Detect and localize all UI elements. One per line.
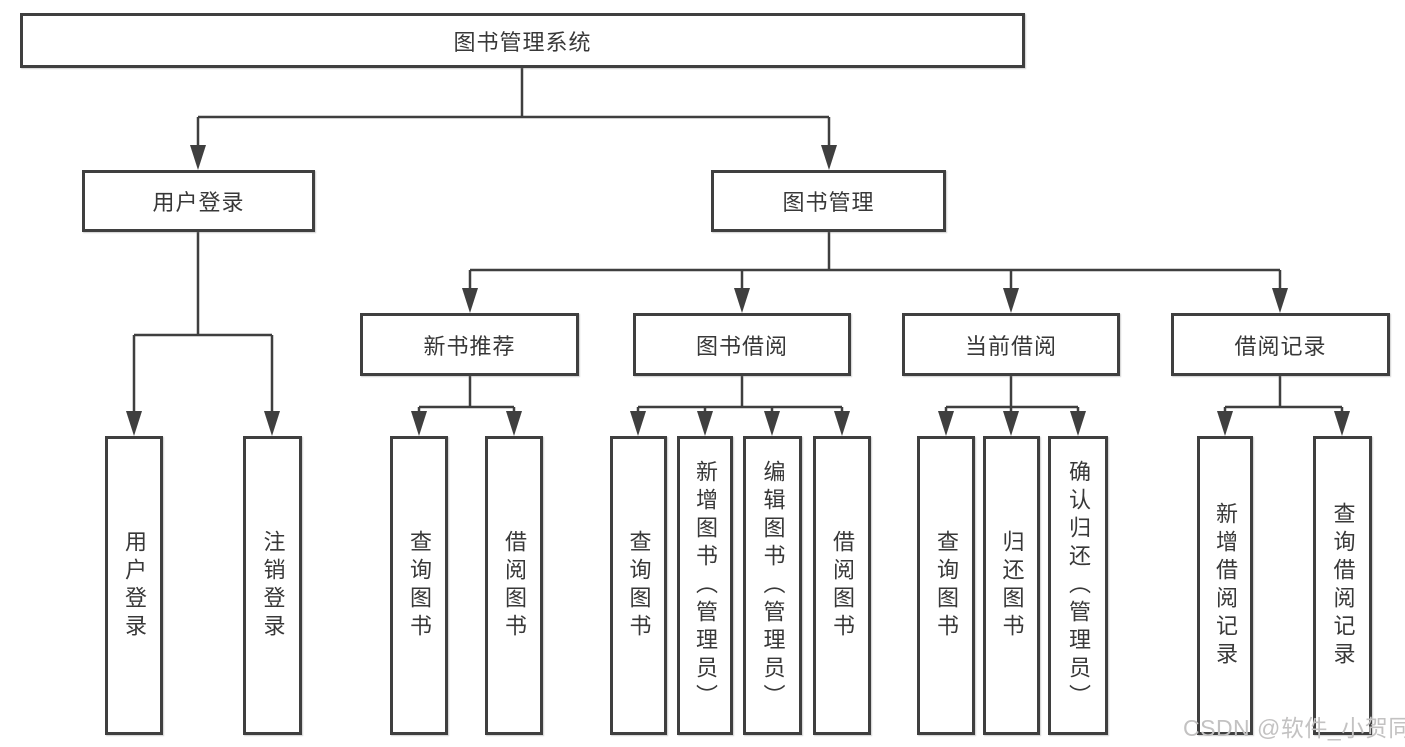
leaf-borrowing-add-books-admin: 新增图书（管理员） [677,436,733,735]
leaf-newbook-borrow-books-label: 借阅图书 [502,529,527,642]
node-book-management-label: 图书管理 [782,190,875,215]
leaf-borrowing-query-books-label: 查询图书 [626,529,652,642]
node-book-borrowing-label: 图书借阅 [695,333,788,359]
node-new-book-recommend: 新书推荐 [360,313,579,376]
leaf-logout-login-label: 注销登录 [260,529,286,642]
leaf-newbook-query-books: 查询图书 [390,436,448,735]
leaf-records-query-borrow-record: 查询借阅记录 [1313,436,1372,735]
node-user-login: 用户登录 [82,170,315,232]
leaf-records-query-borrow-record-label: 查询借阅记录 [1330,501,1356,670]
node-borrow-records-label: 借阅记录 [1234,333,1327,359]
leaf-user-login-label: 用户登录 [122,529,147,642]
leaf-current-confirm-return-admin-label: 确认归还（管理员） [1066,459,1091,712]
leaf-borrowing-add-books-admin-label: 新增图书（管理员） [693,459,718,712]
node-user-login-label: 用户登录 [152,190,245,215]
leaf-logout-login: 注销登录 [243,436,302,735]
arrowheads [126,145,1350,436]
leaf-current-confirm-return-admin: 确认归还（管理员） [1048,436,1108,735]
leaf-newbook-query-books-label: 查询图书 [407,529,432,642]
node-new-book-recommend-label: 新书推荐 [423,333,516,359]
leaf-current-query-books: 查询图书 [917,436,975,735]
leaf-records-add-borrow-record-label: 新增借阅记录 [1213,501,1238,670]
leaf-borrowing-borrow-books-label: 借阅图书 [830,529,855,642]
csdn-watermark: CSDN @软件_小贺同学 [1183,715,1405,741]
leaf-user-login: 用户登录 [105,436,163,735]
leaf-newbook-borrow-books: 借阅图书 [485,436,543,735]
node-current-borrowing: 当前借阅 [902,313,1120,376]
leaf-current-query-books-label: 查询图书 [934,529,959,642]
leaf-records-add-borrow-record: 新增借阅记录 [1197,436,1253,735]
node-book-management: 图书管理 [711,170,946,232]
leaf-borrowing-query-books: 查询图书 [610,436,667,735]
leaf-borrowing-edit-books-admin: 编辑图书（管理员） [743,436,802,735]
node-current-borrowing-label: 当前借阅 [964,333,1057,359]
node-root-system-label: 图书管理系统 [453,29,592,55]
node-borrow-records: 借阅记录 [1171,313,1390,376]
leaf-borrowing-borrow-books: 借阅图书 [813,436,871,735]
leaf-current-return-books: 归还图书 [983,436,1040,735]
leaf-current-return-books-label: 归还图书 [999,529,1025,642]
node-book-borrowing: 图书借阅 [633,313,851,376]
leaf-borrowing-edit-books-admin-label: 编辑图书（管理员） [760,459,786,712]
node-root-system: 图书管理系统 [20,13,1025,68]
